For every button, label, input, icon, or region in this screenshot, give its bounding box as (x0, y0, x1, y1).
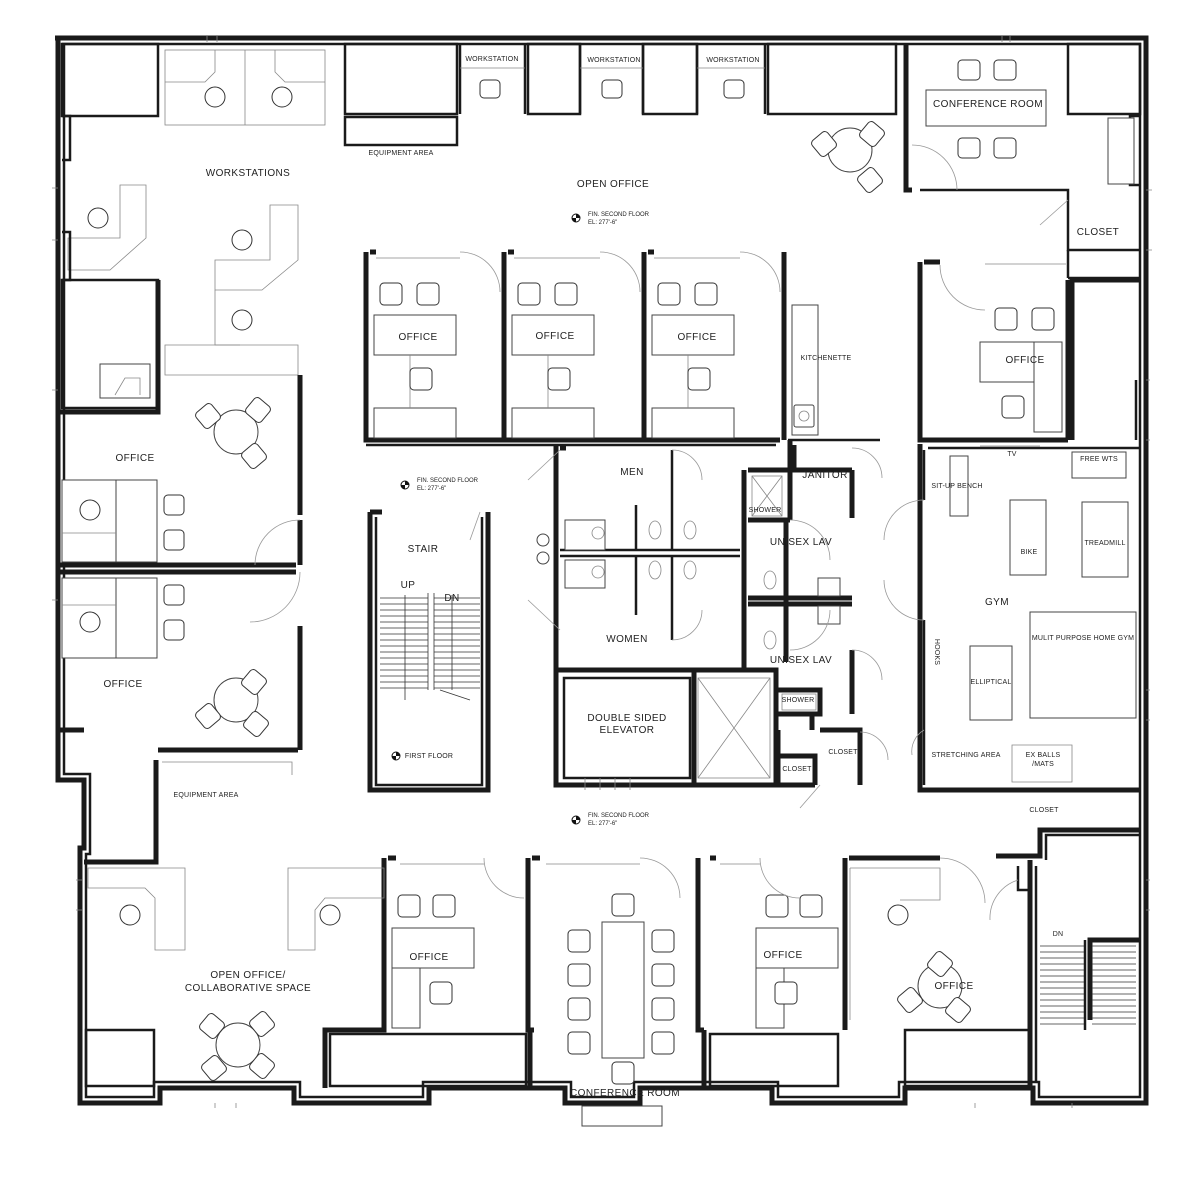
top-perimeter-blocks (60, 42, 1142, 187)
elevation-marker-4 (391, 751, 401, 761)
label-equipment-area-top: EQUIPMENT AREA (369, 150, 434, 157)
label-conference-room-top: CONFERENCE ROOM (933, 99, 1043, 110)
round-table-top (811, 121, 885, 193)
right-office (917, 259, 1140, 443)
label-unisex-lav-1: UNISEX LAV (770, 537, 832, 548)
label-office-right: OFFICE (1005, 355, 1044, 366)
conference-room-top (903, 44, 1140, 280)
label-open-office: OPEN OFFICE (577, 179, 649, 190)
label-stair: STAIR (408, 544, 439, 555)
label-fin-floor-1b: EL: 277'-6" (588, 220, 617, 226)
label-closet-top: CLOSET (1077, 227, 1119, 238)
label-office-bot-2: OFFICE (763, 950, 802, 961)
bottom-offices (322, 855, 986, 1127)
label-up: UP (401, 580, 416, 591)
label-fin-floor-3a: FIN. SECOND FLOOR (588, 813, 650, 819)
restrooms (527, 440, 883, 714)
label-free-wts: FREE WTS (1080, 456, 1118, 463)
label-tv: TV (1007, 451, 1016, 458)
label-kitchenette: KITCHENETTE (801, 355, 852, 362)
left-offices (58, 230, 303, 865)
stair-treads-lower (1040, 945, 1136, 1025)
window-marks (52, 36, 1152, 1108)
label-workstation-2: WORKSTATION (587, 57, 640, 64)
label-closet-small: CLOSET (782, 766, 812, 773)
label-office-bot-1: OFFICE (409, 952, 448, 963)
workstation-clusters-left (67, 49, 326, 376)
label-treadmill: TREADMILL (1084, 540, 1125, 547)
label-sit-up-bench: SIT-UP BENCH (931, 483, 982, 490)
label-shower-2: SHOWER (782, 697, 815, 704)
stair (367, 509, 491, 793)
label-elevator-1: DOUBLE SIDED (587, 713, 666, 724)
label-office-bot-3: OFFICE (934, 981, 973, 992)
label-equipment-area-left: EQUIPMENT AREA (174, 792, 239, 799)
label-gym: GYM (985, 597, 1009, 608)
elevation-marker-1 (571, 213, 581, 223)
label-unisex-lav-2: UNISEX LAV (770, 655, 832, 666)
label-janitor: JANITOR (802, 470, 847, 481)
elevator-block (553, 667, 889, 809)
bottom-left-open-office (84, 867, 1031, 1088)
workstation-partitions-top (458, 44, 767, 114)
label-dn-bottom: DN (1053, 931, 1064, 938)
label-bike: BIKE (1021, 549, 1038, 556)
exterior-walls (55, 35, 1149, 1106)
stair-treads (380, 597, 480, 689)
label-closet-right: CLOSET (1029, 807, 1059, 814)
label-office-c: OFFICE (677, 332, 716, 343)
label-workstations: WORKSTATIONS (206, 168, 290, 179)
label-shower-1: SHOWER (749, 507, 782, 514)
label-workstation-1: WORKSTATION (465, 56, 518, 63)
gym (883, 444, 1140, 793)
label-office-left-top: OFFICE (115, 453, 154, 464)
label-ex-balls-1: EX BALLS (1026, 752, 1061, 759)
label-conference-room-bottom: CONFERENCE ROOM (570, 1088, 680, 1099)
label-office-left-bottom: OFFICE (103, 679, 142, 690)
elevation-marker-3 (571, 815, 581, 825)
label-collab-2: COLLABORATIVE SPACE (185, 983, 311, 994)
label-women: WOMEN (606, 634, 647, 645)
label-hooks: HOOKS (933, 639, 940, 665)
label-closet-mid: CLOSET (828, 749, 858, 756)
label-office-a: OFFICE (398, 332, 437, 343)
label-elevator-2: ELEVATOR (600, 725, 655, 736)
label-office-b: OFFICE (535, 331, 574, 342)
label-multi-gym: MULIT PURPOSE HOME GYM (1032, 635, 1134, 642)
label-fin-floor-2b: EL: 277'-6" (417, 486, 446, 492)
label-collab-1: OPEN OFFICE/ (210, 970, 285, 981)
label-first-floor: FIRST FLOOR (405, 753, 453, 760)
elevation-marker-2 (400, 480, 410, 490)
label-stretching: STRETCHING AREA (931, 752, 1000, 759)
label-fin-floor-1a: FIN. SECOND FLOOR (588, 212, 650, 218)
label-men: MEN (620, 467, 643, 478)
room-labels: WORKSTATION WORKSTATION WORKSTATION CONF… (103, 56, 1134, 1099)
label-workstation-3: WORKSTATION (706, 57, 759, 64)
label-fin-floor-2a: FIN. SECOND FLOOR (417, 478, 479, 484)
label-ex-balls-2: /MATS (1032, 761, 1054, 768)
label-elliptical: ELLIPTICAL (971, 679, 1012, 686)
label-fin-floor-3b: EL: 277'-6" (588, 821, 617, 827)
central-offices (363, 249, 787, 447)
kitchenette (788, 304, 880, 442)
label-dn: DN (444, 593, 459, 604)
